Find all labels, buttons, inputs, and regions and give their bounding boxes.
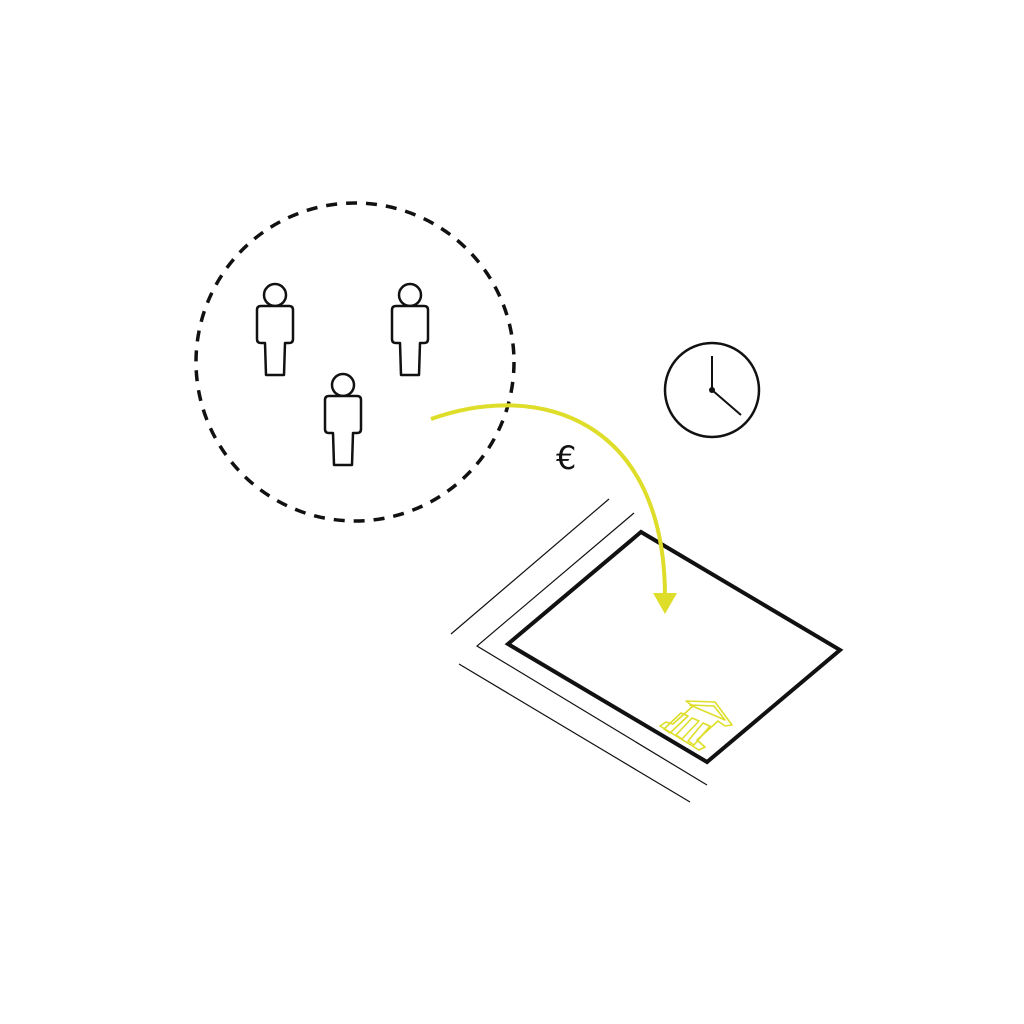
street-lines	[450, 498, 708, 803]
bank-icon	[659, 700, 733, 751]
group-boundary	[194, 201, 516, 523]
arrow-icon	[430, 403, 677, 614]
person-icon	[323, 372, 363, 467]
clock-icon	[663, 341, 761, 439]
parcel-icon	[504, 529, 844, 765]
person-icon	[390, 282, 430, 377]
euro-symbol: €	[556, 439, 577, 477]
person-icon	[255, 282, 295, 377]
